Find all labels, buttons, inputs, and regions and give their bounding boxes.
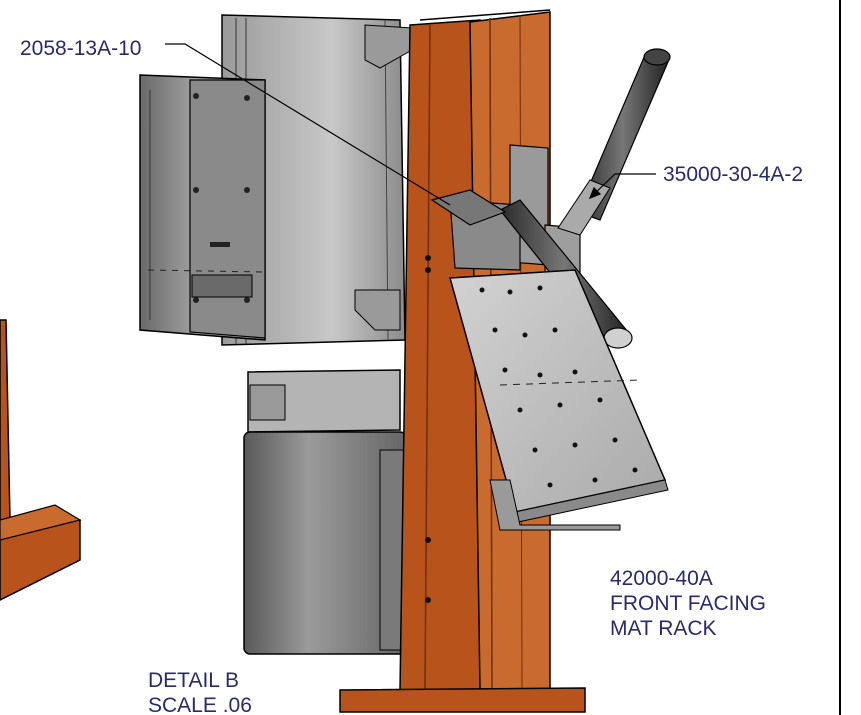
angled-pipe [557,48,671,236]
lower-drum-assembly [243,369,412,655]
detail-title: DETAIL B [148,669,240,692]
left-wood-stand [0,319,82,601]
callout-assembly: 42000-40A FRONT FACING MAT RACK [610,566,766,641]
front-cabinet [139,74,266,341]
assembly-number: 42000-40A [610,567,713,590]
assembly-line2: MAT RACK [610,617,717,640]
callout-part-35000: 35000-30-4A-2 [663,163,804,186]
leader-lines [165,43,656,206]
mat-plate [449,269,669,531]
assembly-line1: FRONT FACING [610,592,766,615]
callout-part-2058: 2058-13A-10 [20,37,142,60]
detail-scale: SCALE .06 [148,694,252,713]
detail-caption: DETAIL B SCALE .06 [148,668,252,713]
